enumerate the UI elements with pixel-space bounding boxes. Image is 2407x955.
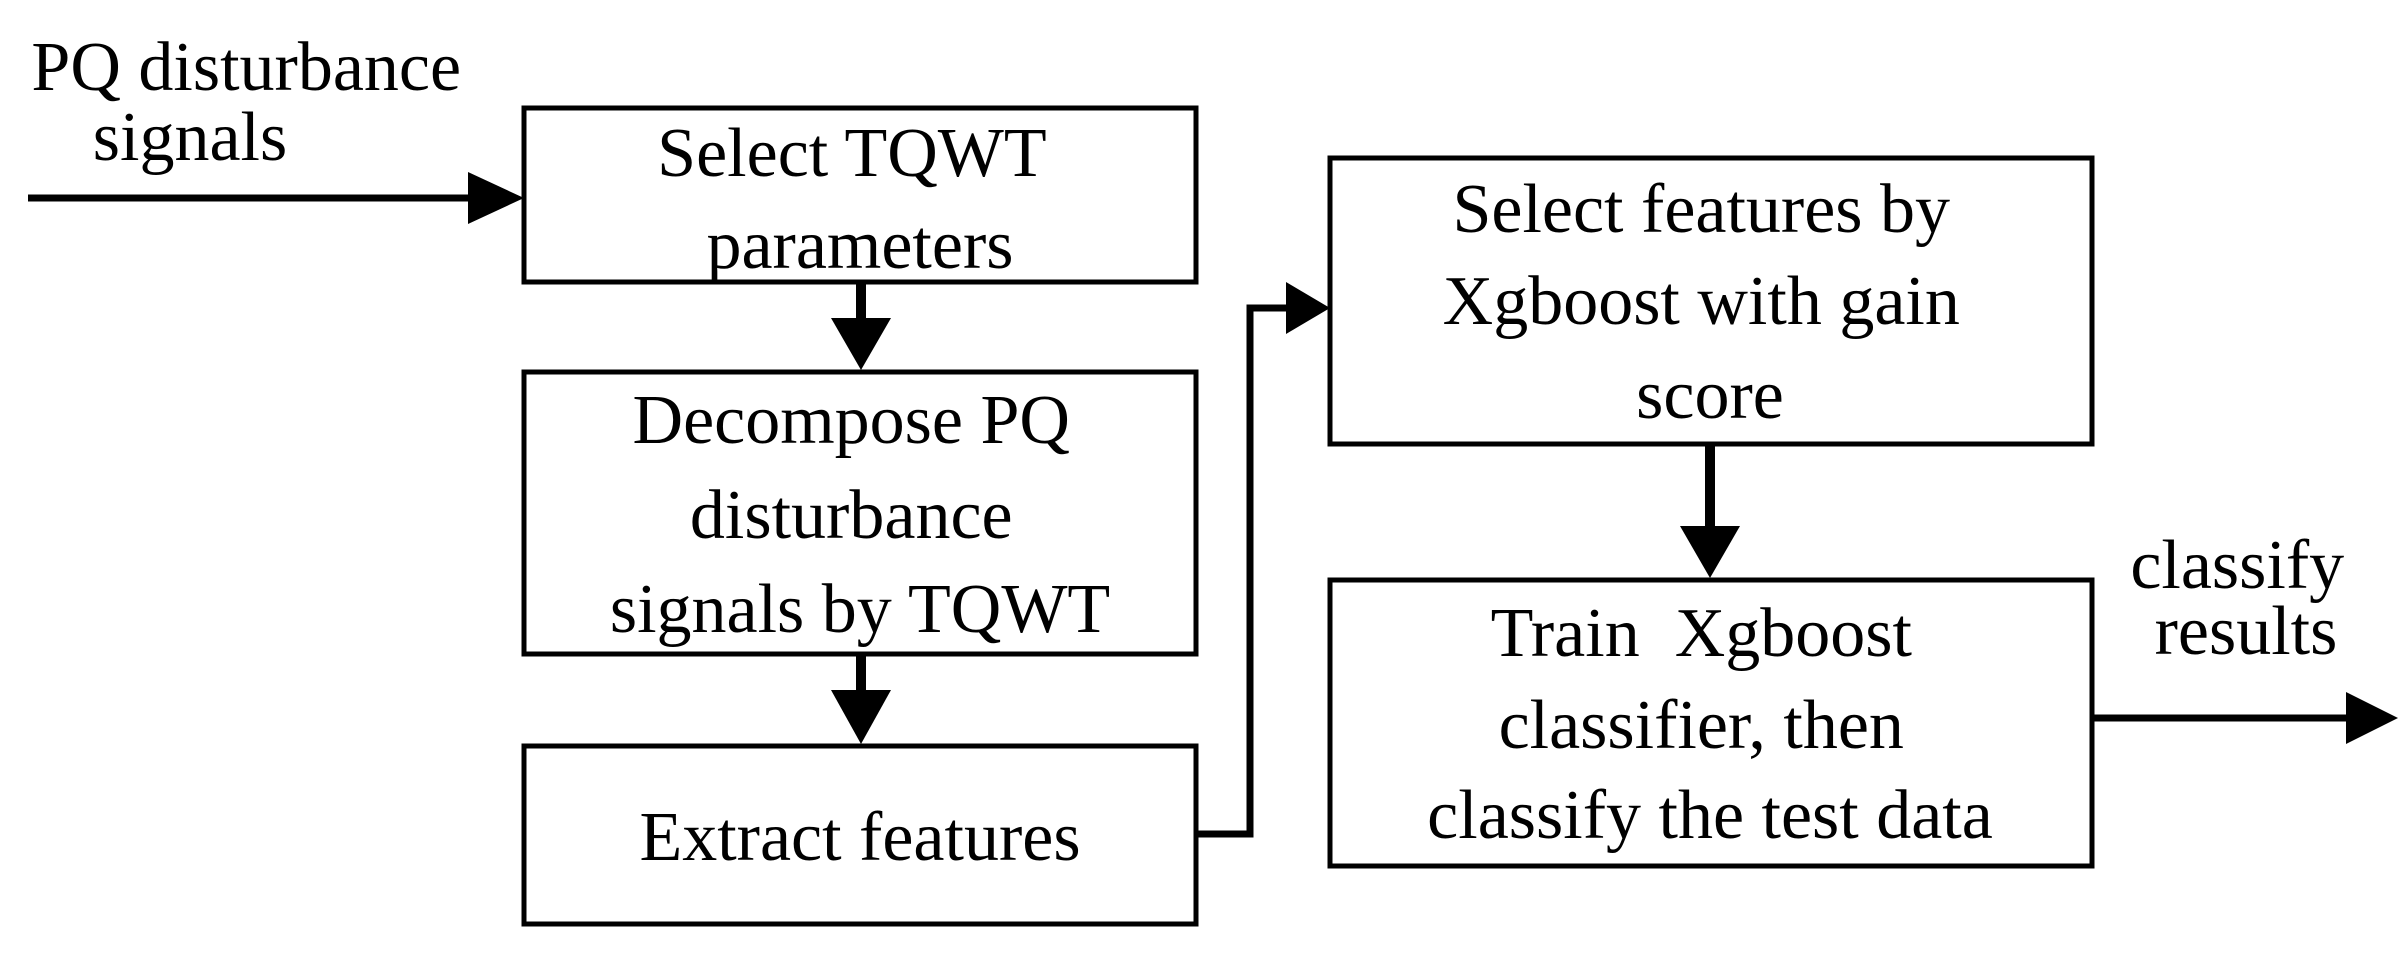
extract-box-text: Extract features [639,799,1080,876]
extract-line-1: Extract features [639,799,1080,876]
select-features-box-text: Select features by Xgboost with gain sco… [1443,171,1978,434]
arrow-decompose-to-extract [831,654,891,744]
train-line-3: classify the test data [1427,777,1993,854]
train-line-1: Train Xgboost [1491,595,1913,672]
train-classifier-box: Train Xgboost classifier, then classify … [1327,577,2095,869]
extract-features-box: Extract features [521,743,1199,927]
input-arrow [28,172,524,224]
train-box-text: Train Xgboost classifier, then classify … [1427,595,1993,854]
decompose-line-2: disturbance [690,477,1013,554]
select-features-line-1: Select features by [1452,171,1950,248]
decompose-box-text: Decompose PQ disturbance signals by TQWT [610,382,1110,648]
input-label-line-2: signals [93,99,287,176]
decompose-line-1: Decompose PQ [633,382,1070,459]
select-tqwt-parameters-box: Select TQWT parameters [521,105,1199,285]
select-tqwt-line-2: parameters [706,207,1013,284]
select-features-line-3: score [1636,357,1784,434]
output-label: classify results [2130,527,2361,670]
input-label-line-1: PQ disturbance [31,29,461,106]
arrow-select-features-to-train [1680,444,1740,578]
output-arrow [2092,692,2398,744]
select-features-line-2: Xgboost with gain [1443,263,1960,340]
decompose-line-3: signals by TQWT [610,571,1110,648]
output-label-line-1: classify [2130,527,2344,604]
arrow-select-to-decompose [831,282,891,370]
select-tqwt-line-1: Select TQWT [657,115,1046,192]
select-tqwt-box-text: Select TQWT parameters [657,115,1063,284]
select-features-box: Select features by Xgboost with gain sco… [1327,155,2095,447]
decompose-signals-box: Decompose PQ disturbance signals by TQWT [521,369,1199,657]
arrow-extract-to-select-features [1196,282,1330,838]
output-label-line-2: results [2155,593,2338,670]
train-line-2: classifier, then [1499,687,1904,764]
input-label: PQ disturbance signals [31,29,478,176]
